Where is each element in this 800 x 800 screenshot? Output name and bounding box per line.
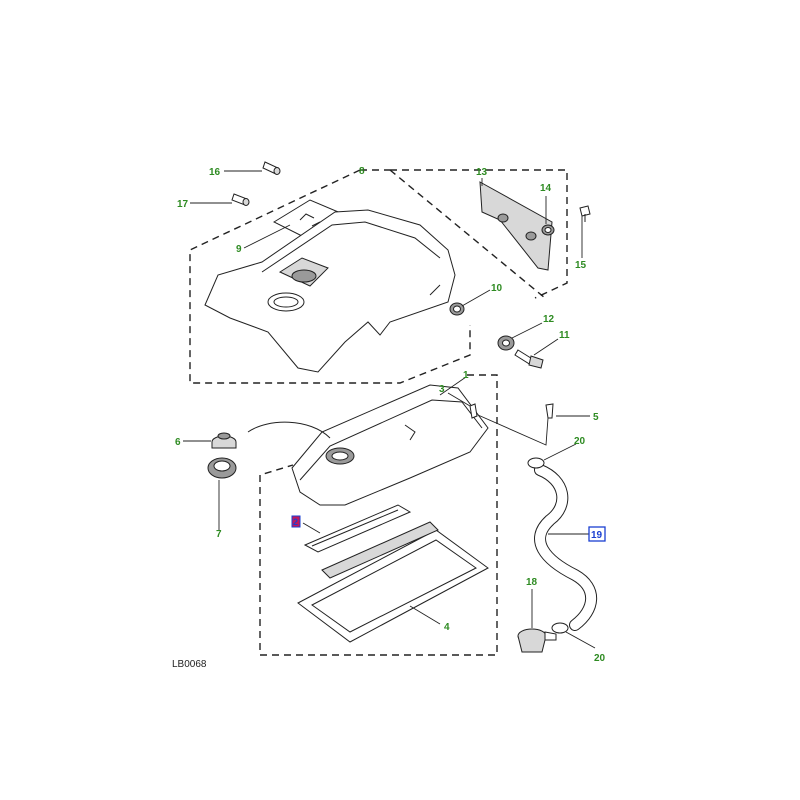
part-5-bolt: [545, 403, 554, 419]
callout-14: 14: [540, 183, 552, 194]
callout-5: 5: [593, 412, 599, 423]
part-8-engine-cover: [204, 209, 456, 373]
diagram-reference-code: LB0068: [172, 659, 207, 670]
breather-tube-curve: [247, 421, 331, 439]
selected-box-19[interactable]: [588, 526, 606, 542]
callout-19: 19: [591, 530, 603, 541]
part-16-pin: [262, 161, 281, 175]
part-17-pin: [231, 193, 250, 206]
callout-2: 2: [293, 517, 298, 527]
callout-9: 9: [236, 244, 242, 255]
part-13-heat-shield: [479, 181, 553, 271]
part-7-seal: [207, 457, 237, 479]
callout-15: 15: [575, 260, 587, 271]
part-18-breather-valve: [517, 628, 557, 653]
part-19-hose: [534, 464, 598, 631]
callout-18: 18: [526, 577, 538, 588]
part-2-gasket: [303, 504, 412, 553]
highlight-box-2: [291, 515, 301, 528]
part-11-bolt: [514, 349, 544, 369]
group-outlines: [189, 169, 568, 656]
callout-3: 3: [439, 384, 445, 395]
part-10-grommet: [449, 302, 465, 316]
callout-12: 12: [543, 314, 555, 325]
part-20-clip-lower: [551, 622, 569, 634]
part-20-clip-upper: [527, 457, 545, 469]
part-1-cam-cover: [291, 384, 489, 506]
callout-10: 10: [491, 283, 503, 294]
callout-17: 17: [177, 199, 189, 210]
part-14-grommet: [541, 224, 555, 236]
callout-11: 11: [559, 330, 570, 341]
callout-labels: 16 8 13 14 17 9 15 10 12 11 1 3 5 6 20 7…: [172, 166, 606, 670]
part-12-washer: [497, 335, 515, 351]
leader-lines: [183, 170, 596, 649]
callout-20-lower: 20: [594, 653, 606, 664]
callout-4: 4: [444, 622, 450, 633]
callout-7: 7: [216, 529, 222, 540]
part-15-bolt: [579, 205, 591, 222]
callout-1: 1: [463, 370, 469, 381]
part-3-stud: [469, 403, 478, 419]
part-6-filler-cap: [211, 432, 237, 449]
part-4-gasket: [297, 521, 489, 643]
callout-13: 13: [476, 167, 488, 178]
callout-16: 16: [209, 167, 221, 178]
callout-8: 8: [359, 166, 365, 177]
callout-6: 6: [175, 437, 181, 448]
callout-20-upper: 20: [574, 436, 586, 447]
